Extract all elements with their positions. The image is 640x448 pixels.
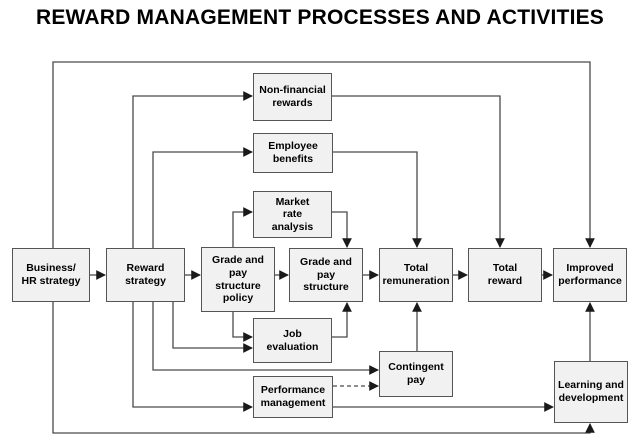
- edge-policy-to-job-evaluation: [232, 312, 253, 342]
- node-market-rate-analysis: Market rate analysis: [253, 191, 332, 238]
- edge-reward-strategy-to-non-financial-rewards: [132, 91, 253, 248]
- node-employee-benefits: Employee benefits: [253, 133, 333, 173]
- edge-policy-to-market-rate-analysis: [232, 207, 253, 247]
- node-total-reward: Total reward: [468, 248, 542, 302]
- edge-reward-strategy-to-performance-management: [132, 302, 253, 412]
- node-total-remuneration: Total remuneration: [379, 248, 453, 302]
- node-learning-development: Learning and development: [554, 361, 628, 423]
- diagram-title: REWARD MANAGEMENT PROCESSES AND ACTIVITI…: [35, 6, 605, 29]
- edge-market-rate-analysis-to-grade-pay-structure: [332, 211, 352, 248]
- node-grade-pay-structure: Grade and pay structure: [289, 248, 363, 302]
- edge-reward-strategy-to-job-evaluation: [172, 302, 253, 353]
- edge-business-to-improved-performance: [52, 61, 595, 248]
- edge-employee-benefits-to-total-remuneration: [333, 151, 422, 248]
- edge-non-financial-rewards-to-total-reward: [332, 95, 505, 248]
- node-contingent-pay: Contingent pay: [379, 351, 453, 397]
- node-performance-management: Performance management: [253, 376, 333, 418]
- node-non-financial-rewards: Non-financial rewards: [253, 73, 332, 121]
- node-improved-performance: Improved performance: [553, 248, 627, 302]
- edge-reward-strategy-to-contingent-pay: [152, 302, 379, 375]
- node-job-evaluation: Job evaluation: [253, 318, 332, 363]
- edge-job-evaluation-to-grade-pay-structure: [332, 302, 352, 338]
- node-grade-pay-structure-policy: Grade and pay structure policy: [201, 247, 275, 312]
- edge-business-to-learning-development: [52, 302, 595, 434]
- edge-reward-strategy-to-employee-benefits: [152, 147, 253, 248]
- node-reward-strategy: Reward strategy: [106, 248, 185, 302]
- node-business-hr-strategy: Business/ HR strategy: [12, 248, 90, 302]
